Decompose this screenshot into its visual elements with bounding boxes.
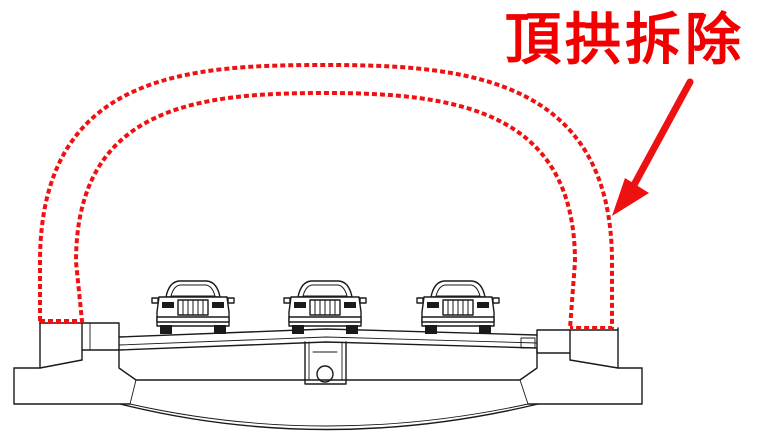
car-front-icon-right xyxy=(416,280,500,335)
arch-removal-outline xyxy=(38,63,614,330)
car-front-icon-left xyxy=(151,280,235,335)
car-front-icon-center xyxy=(283,280,367,335)
inner-arch-outline xyxy=(40,91,577,329)
tunnel-structure xyxy=(13,320,643,431)
vehicles xyxy=(151,280,500,335)
caption-arch-removal: 頂拱拆除 xyxy=(505,8,745,73)
outer-arch-outline xyxy=(38,63,614,330)
arrow-down-left-icon xyxy=(612,78,694,216)
